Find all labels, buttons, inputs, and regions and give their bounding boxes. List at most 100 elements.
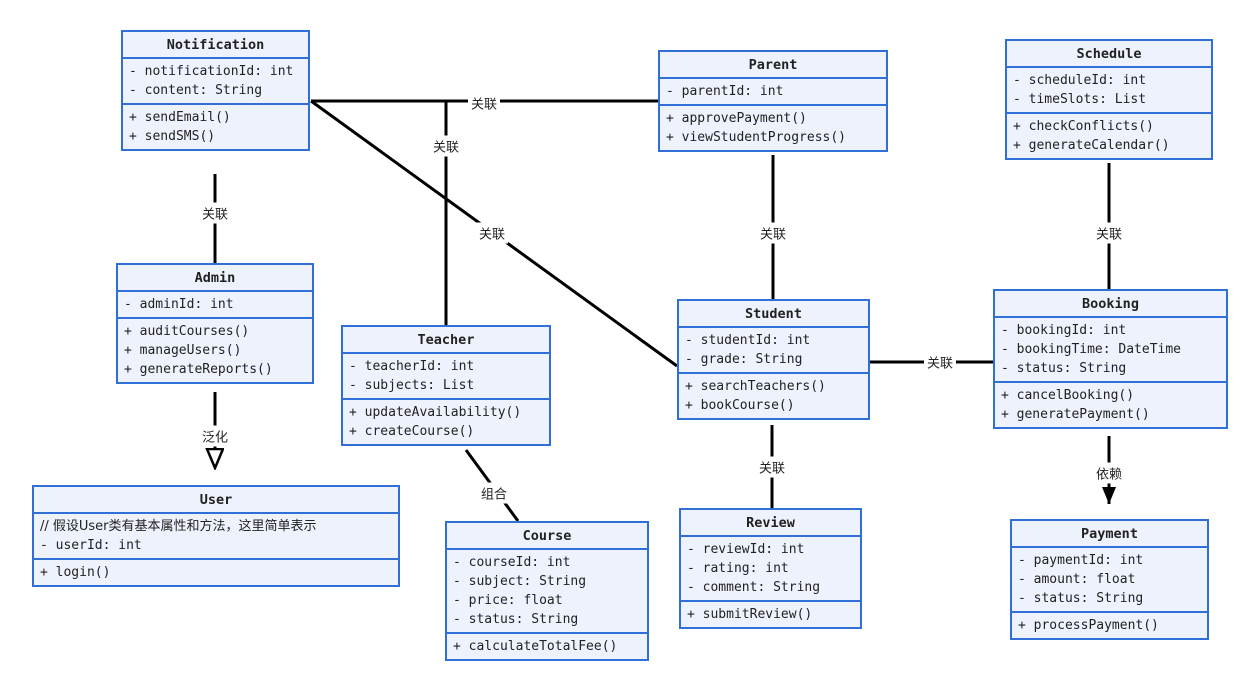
relation-label-teacher-course: 组合: [477, 482, 511, 504]
class-box-user: User // 假设User类有基本属性和方法，这里简单表示 - userId: i…: [32, 485, 400, 587]
method-row: + checkConflicts(): [1013, 119, 1154, 134]
relation-label-booking-payment: 依赖: [1092, 462, 1126, 484]
attribute-row: - bookingTime: DateTime: [1001, 342, 1182, 357]
methods-section: + auditCourses() + manageUsers() + generat…: [118, 317, 312, 382]
method-row: + calculateTotalFee(): [453, 639, 618, 654]
method-row: + sendEmail(): [129, 110, 231, 125]
attributes-section: - adminId: int: [118, 292, 312, 317]
attributes-section: - teacherId: int - subjects: List: [343, 354, 549, 398]
methods-section: + sendEmail() + sendSMS(): [123, 103, 308, 149]
attribute-row: - subjects: List: [349, 378, 475, 393]
attribute-row: - rating: int: [687, 561, 789, 576]
class-box-student: Student - studentId: int - grade: String + …: [677, 299, 870, 420]
method-row: + sendSMS(): [129, 129, 216, 144]
method-row: + submitReview(): [687, 607, 813, 622]
attributes-section: - courseId: int - subject: String - price:…: [447, 550, 647, 632]
methods-section: + login(): [34, 558, 398, 585]
relation-label-notification-admin: 关联: [198, 202, 232, 224]
class-box-admin: Admin - adminId: int + auditCourses() + man…: [116, 263, 314, 384]
relation-label-notification-student: 关联: [475, 222, 509, 244]
class-box-booking: Booking - bookingId: int - bookingTime: Da…: [993, 289, 1228, 429]
class-name: Course: [447, 523, 647, 550]
attributes-section: // 假设User类有基本属性和方法，这里简单表示 - userId: int: [34, 514, 398, 558]
attributes-section: - reviewId: int - rating: int - comment: S…: [681, 537, 860, 600]
class-name: User: [34, 487, 398, 514]
attributes-section: - scheduleId: int - timeSlots: List: [1007, 68, 1211, 112]
relation-label-notification-parent: 关联: [467, 92, 501, 114]
method-row: + createCourse(): [349, 424, 475, 439]
attribute-row: - notificationId: int: [129, 64, 294, 79]
attribute-row: - price: float: [453, 593, 563, 608]
class-name: Booking: [995, 291, 1226, 318]
attribute-row: // 假设User类有基本属性和方法，这里简单表示: [40, 519, 317, 534]
methods-section: + updateAvailability() + createCourse(): [343, 398, 549, 444]
relation-label-admin-user: 泛化: [198, 425, 232, 447]
method-row: + generateReports(): [124, 362, 273, 377]
attribute-row: - comment: String: [687, 580, 821, 595]
attribute-row: - reviewId: int: [687, 542, 805, 557]
attributes-section: - paymentId: int - amount: float - status:…: [1012, 548, 1207, 611]
methods-section: + submitReview(): [681, 600, 860, 627]
methods-section: + cancelBooking() + generatePayment(): [995, 381, 1226, 427]
method-row: + generatePayment(): [1001, 407, 1150, 422]
class-name: Review: [681, 510, 860, 537]
class-name: Admin: [118, 265, 312, 292]
attribute-row: - timeSlots: List: [1013, 92, 1147, 107]
attributes-section: - studentId: int - grade: String: [679, 328, 868, 372]
attribute-row: - grade: String: [685, 352, 803, 367]
attributes-section: - bookingId: int - bookingTime: DateTime -…: [995, 318, 1226, 381]
attribute-row: - status: String: [1001, 361, 1127, 376]
attribute-row: - paymentId: int: [1018, 553, 1144, 568]
attribute-row: - studentId: int: [685, 333, 811, 348]
class-box-parent: Parent- parentId: int+ approvePayment()+…: [658, 50, 888, 152]
class-box-notification: Notification - notificationId: int - conte…: [121, 30, 310, 151]
class-name: Notification: [123, 32, 308, 59]
class-name: Student: [679, 301, 868, 328]
relation-label-notification-teacher: 关联: [429, 135, 463, 157]
methods-section: + approvePayment() + viewStudentProgress(…: [660, 104, 886, 150]
method-row: + processPayment(): [1018, 618, 1159, 633]
methods-section: + processPayment(): [1012, 611, 1207, 638]
method-row: + cancelBooking(): [1001, 388, 1135, 403]
attribute-row: - adminId: int: [124, 297, 234, 312]
relation-label-schedule-booking: 关联: [1092, 222, 1126, 244]
class-name: Parent: [660, 52, 886, 79]
relation-label-student-review: 关联: [755, 456, 789, 478]
class-name: Schedule: [1007, 41, 1211, 68]
class-box-payment: Payment- paymentId: int- amount: float- …: [1010, 519, 1209, 640]
attribute-row: - parentId: int: [666, 84, 784, 99]
relation-label-parent-student: 关联: [756, 222, 790, 244]
methods-section: + calculateTotalFee(): [447, 632, 647, 659]
methods-section: + checkConflicts() + generateCalendar(): [1007, 112, 1211, 158]
method-row: + generateCalendar(): [1013, 138, 1170, 153]
class-box-course: Course- courseId: int- subject: String- …: [445, 521, 649, 661]
attributes-section: - notificationId: int - content: String: [123, 59, 308, 103]
method-row: + updateAvailability(): [349, 405, 522, 420]
attribute-row: - content: String: [129, 83, 263, 98]
attribute-row: - teacherId: int: [349, 359, 475, 374]
attribute-row: - amount: float: [1018, 572, 1136, 587]
method-row: + viewStudentProgress(): [666, 130, 847, 145]
attribute-row: - bookingId: int: [1001, 323, 1127, 338]
attribute-row: - subject: String: [453, 574, 587, 589]
class-box-teacher: Teacher - teacherId: int - subjects: List +…: [341, 325, 551, 446]
method-row: + manageUsers(): [124, 343, 242, 358]
relation-label-student-booking: 关联: [923, 351, 957, 373]
class-box-schedule: Schedule - scheduleId: int - timeSlots: Li…: [1005, 39, 1213, 160]
attribute-row: - userId: int: [40, 538, 142, 553]
attribute-row: - status: String: [1018, 591, 1144, 606]
attribute-row: - courseId: int: [453, 555, 571, 570]
class-box-review: Review - reviewId: int - rating: int - comm…: [679, 508, 862, 629]
method-row: + approvePayment(): [666, 111, 807, 126]
class-name: Teacher: [343, 327, 549, 354]
method-row: + bookCourse(): [685, 398, 795, 413]
method-row: + login(): [40, 565, 111, 580]
attribute-row: - status: String: [453, 612, 579, 627]
attributes-section: - parentId: int: [660, 79, 886, 104]
attribute-row: - scheduleId: int: [1013, 73, 1147, 88]
method-row: + auditCourses(): [124, 324, 250, 339]
method-row: + searchTeachers(): [685, 379, 826, 394]
methods-section: + searchTeachers() + bookCourse(): [679, 372, 868, 418]
class-name: Payment: [1012, 521, 1207, 548]
